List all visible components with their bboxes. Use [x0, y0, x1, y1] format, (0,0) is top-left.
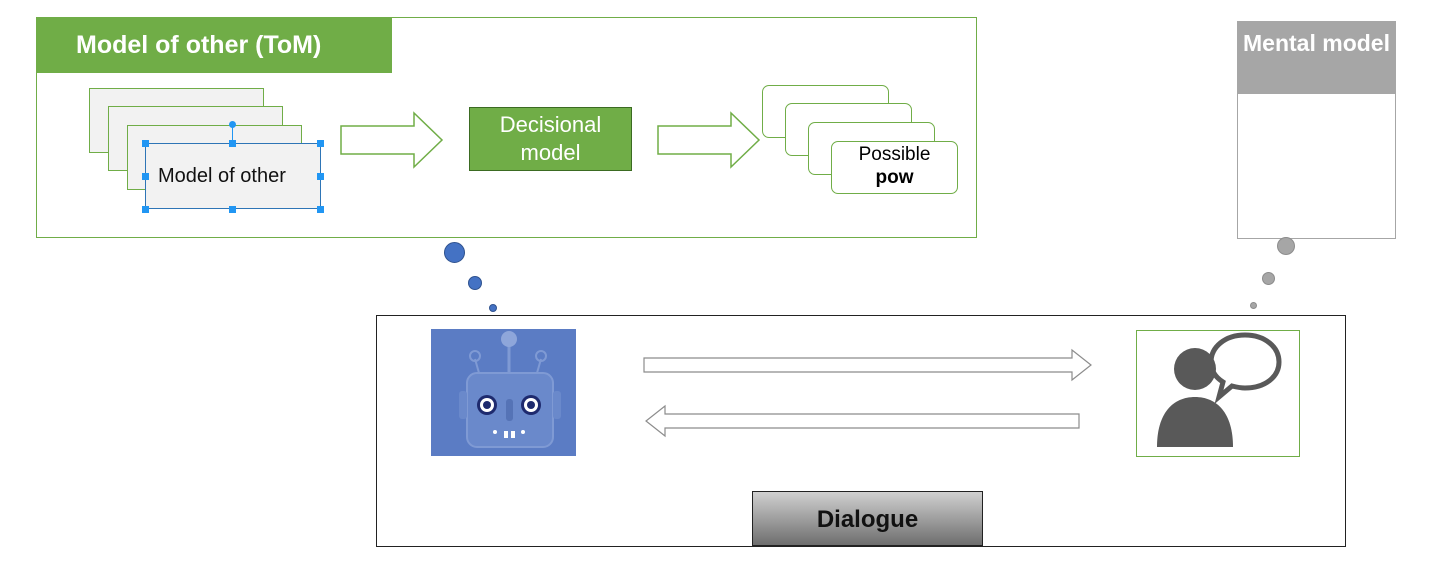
thought-bubble-large-gray — [1277, 237, 1295, 255]
possible-pow-line1: Possible — [858, 144, 931, 165]
user-tile — [1136, 330, 1300, 457]
thought-bubble-medium-gray — [1262, 272, 1275, 285]
user-speech-icon — [1157, 332, 1282, 447]
thought-bubble-small-gray — [1250, 302, 1257, 309]
resize-handle-ne[interactable] — [317, 140, 324, 147]
thought-bubble-large — [444, 242, 465, 263]
model-of-other-label: Model of other — [158, 164, 286, 187]
resize-handle-sw[interactable] — [142, 206, 149, 213]
tom-panel — [36, 17, 977, 238]
resize-handle-nw[interactable] — [142, 140, 149, 147]
right-arrow-icon[interactable] — [640, 347, 1096, 383]
resize-handle-e[interactable] — [317, 173, 324, 180]
robot-icon — [431, 329, 576, 456]
possible-pow-line2: pow — [875, 167, 914, 188]
rotation-handle[interactable] — [229, 121, 236, 128]
left-arrow-icon[interactable] — [643, 403, 1083, 439]
tom-title: Model of other (ToM) — [36, 17, 392, 73]
resize-handle-w[interactable] — [142, 173, 149, 180]
thought-bubble-small — [489, 304, 497, 312]
right-arrow-icon — [340, 111, 444, 169]
decisional-model-box[interactable]: Decisional model — [469, 107, 632, 171]
mental-model-title: Mental model — [1238, 22, 1395, 94]
model-of-other-box[interactable]: Model of other — [145, 143, 321, 209]
right-arrow-icon — [657, 111, 761, 169]
thought-bubble-medium — [468, 276, 482, 290]
possible-pow-box[interactable]: Possible pow — [831, 141, 958, 194]
dialogue-label: Dialogue — [752, 491, 983, 546]
robot-tile — [431, 329, 576, 456]
dialogue-panel — [376, 315, 1346, 547]
rotation-connector — [232, 125, 233, 143]
resize-handle-se[interactable] — [317, 206, 324, 213]
resize-handle-s[interactable] — [229, 206, 236, 213]
resize-handle-n[interactable] — [229, 140, 236, 147]
